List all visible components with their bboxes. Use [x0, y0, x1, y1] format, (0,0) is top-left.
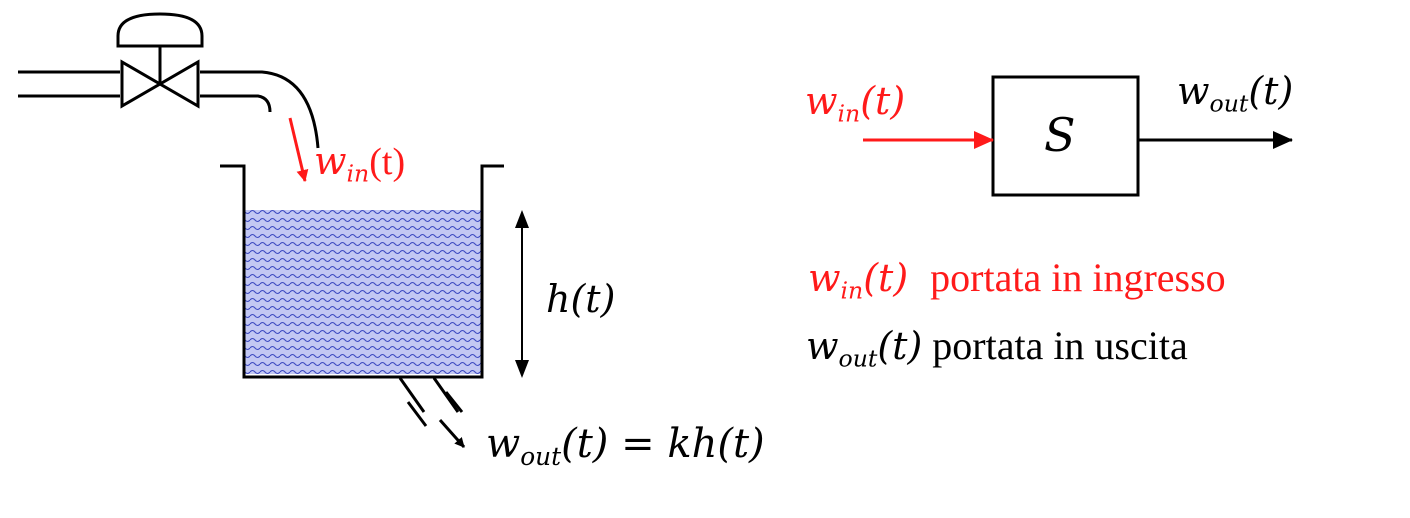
system-label: S — [1044, 108, 1076, 162]
outflow-equation: wout(t) = kh(t) — [486, 421, 765, 469]
outflow-subscript: out — [520, 441, 562, 471]
level-arrow-top — [515, 210, 529, 228]
inflow-symbol: w — [314, 139, 347, 183]
block-input-label: win(t) — [805, 79, 906, 125]
legend-inflow-arg: (t) — [863, 256, 909, 300]
legend-outflow-subscript: out — [838, 344, 878, 373]
level-label: h(t) — [546, 277, 616, 321]
outlet-pipe — [398, 377, 464, 427]
block-input-arg: (t) — [860, 79, 906, 123]
outflow-arrow — [438, 419, 466, 448]
inflow-arg: (t) — [369, 141, 406, 183]
level-arrow-bottom — [515, 360, 529, 378]
block-output-subscript: out — [1209, 89, 1249, 118]
outflow-symbol: w — [486, 421, 521, 467]
legend-inflow-symbol: w — [808, 256, 841, 300]
block-output-label: wout(t) — [1177, 69, 1294, 115]
block-input-subscript: in — [837, 99, 861, 128]
legend-outflow-description: portata in uscita — [932, 323, 1188, 368]
inflow-arrow — [288, 117, 309, 182]
inlet-pipe — [18, 70, 320, 149]
block-output-symbol: w — [1177, 69, 1210, 113]
inflow-label: win(t) — [314, 139, 406, 185]
block-output-arg: (t) — [1248, 69, 1294, 113]
inflow-subscript: in — [346, 159, 370, 188]
tank-water — [244, 210, 482, 374]
legend-outflow-arg: (t) — [877, 324, 923, 368]
system-block — [991, 75, 1140, 197]
legend-row-outflow: wout(t)portata in uscita — [806, 323, 1188, 371]
legend-inflow-subscript: in — [840, 276, 864, 305]
outflow-rest: (t) = kh(t) — [561, 421, 765, 467]
legend-outflow-symbol: w — [806, 324, 839, 368]
valve-icon — [116, 12, 204, 109]
legend-inflow-description: portata in ingresso — [930, 255, 1226, 300]
legend-row-inflow: win(t) portata in ingresso — [808, 255, 1226, 303]
block-input-symbol: w — [805, 79, 838, 123]
tank-walls — [220, 164, 504, 379]
